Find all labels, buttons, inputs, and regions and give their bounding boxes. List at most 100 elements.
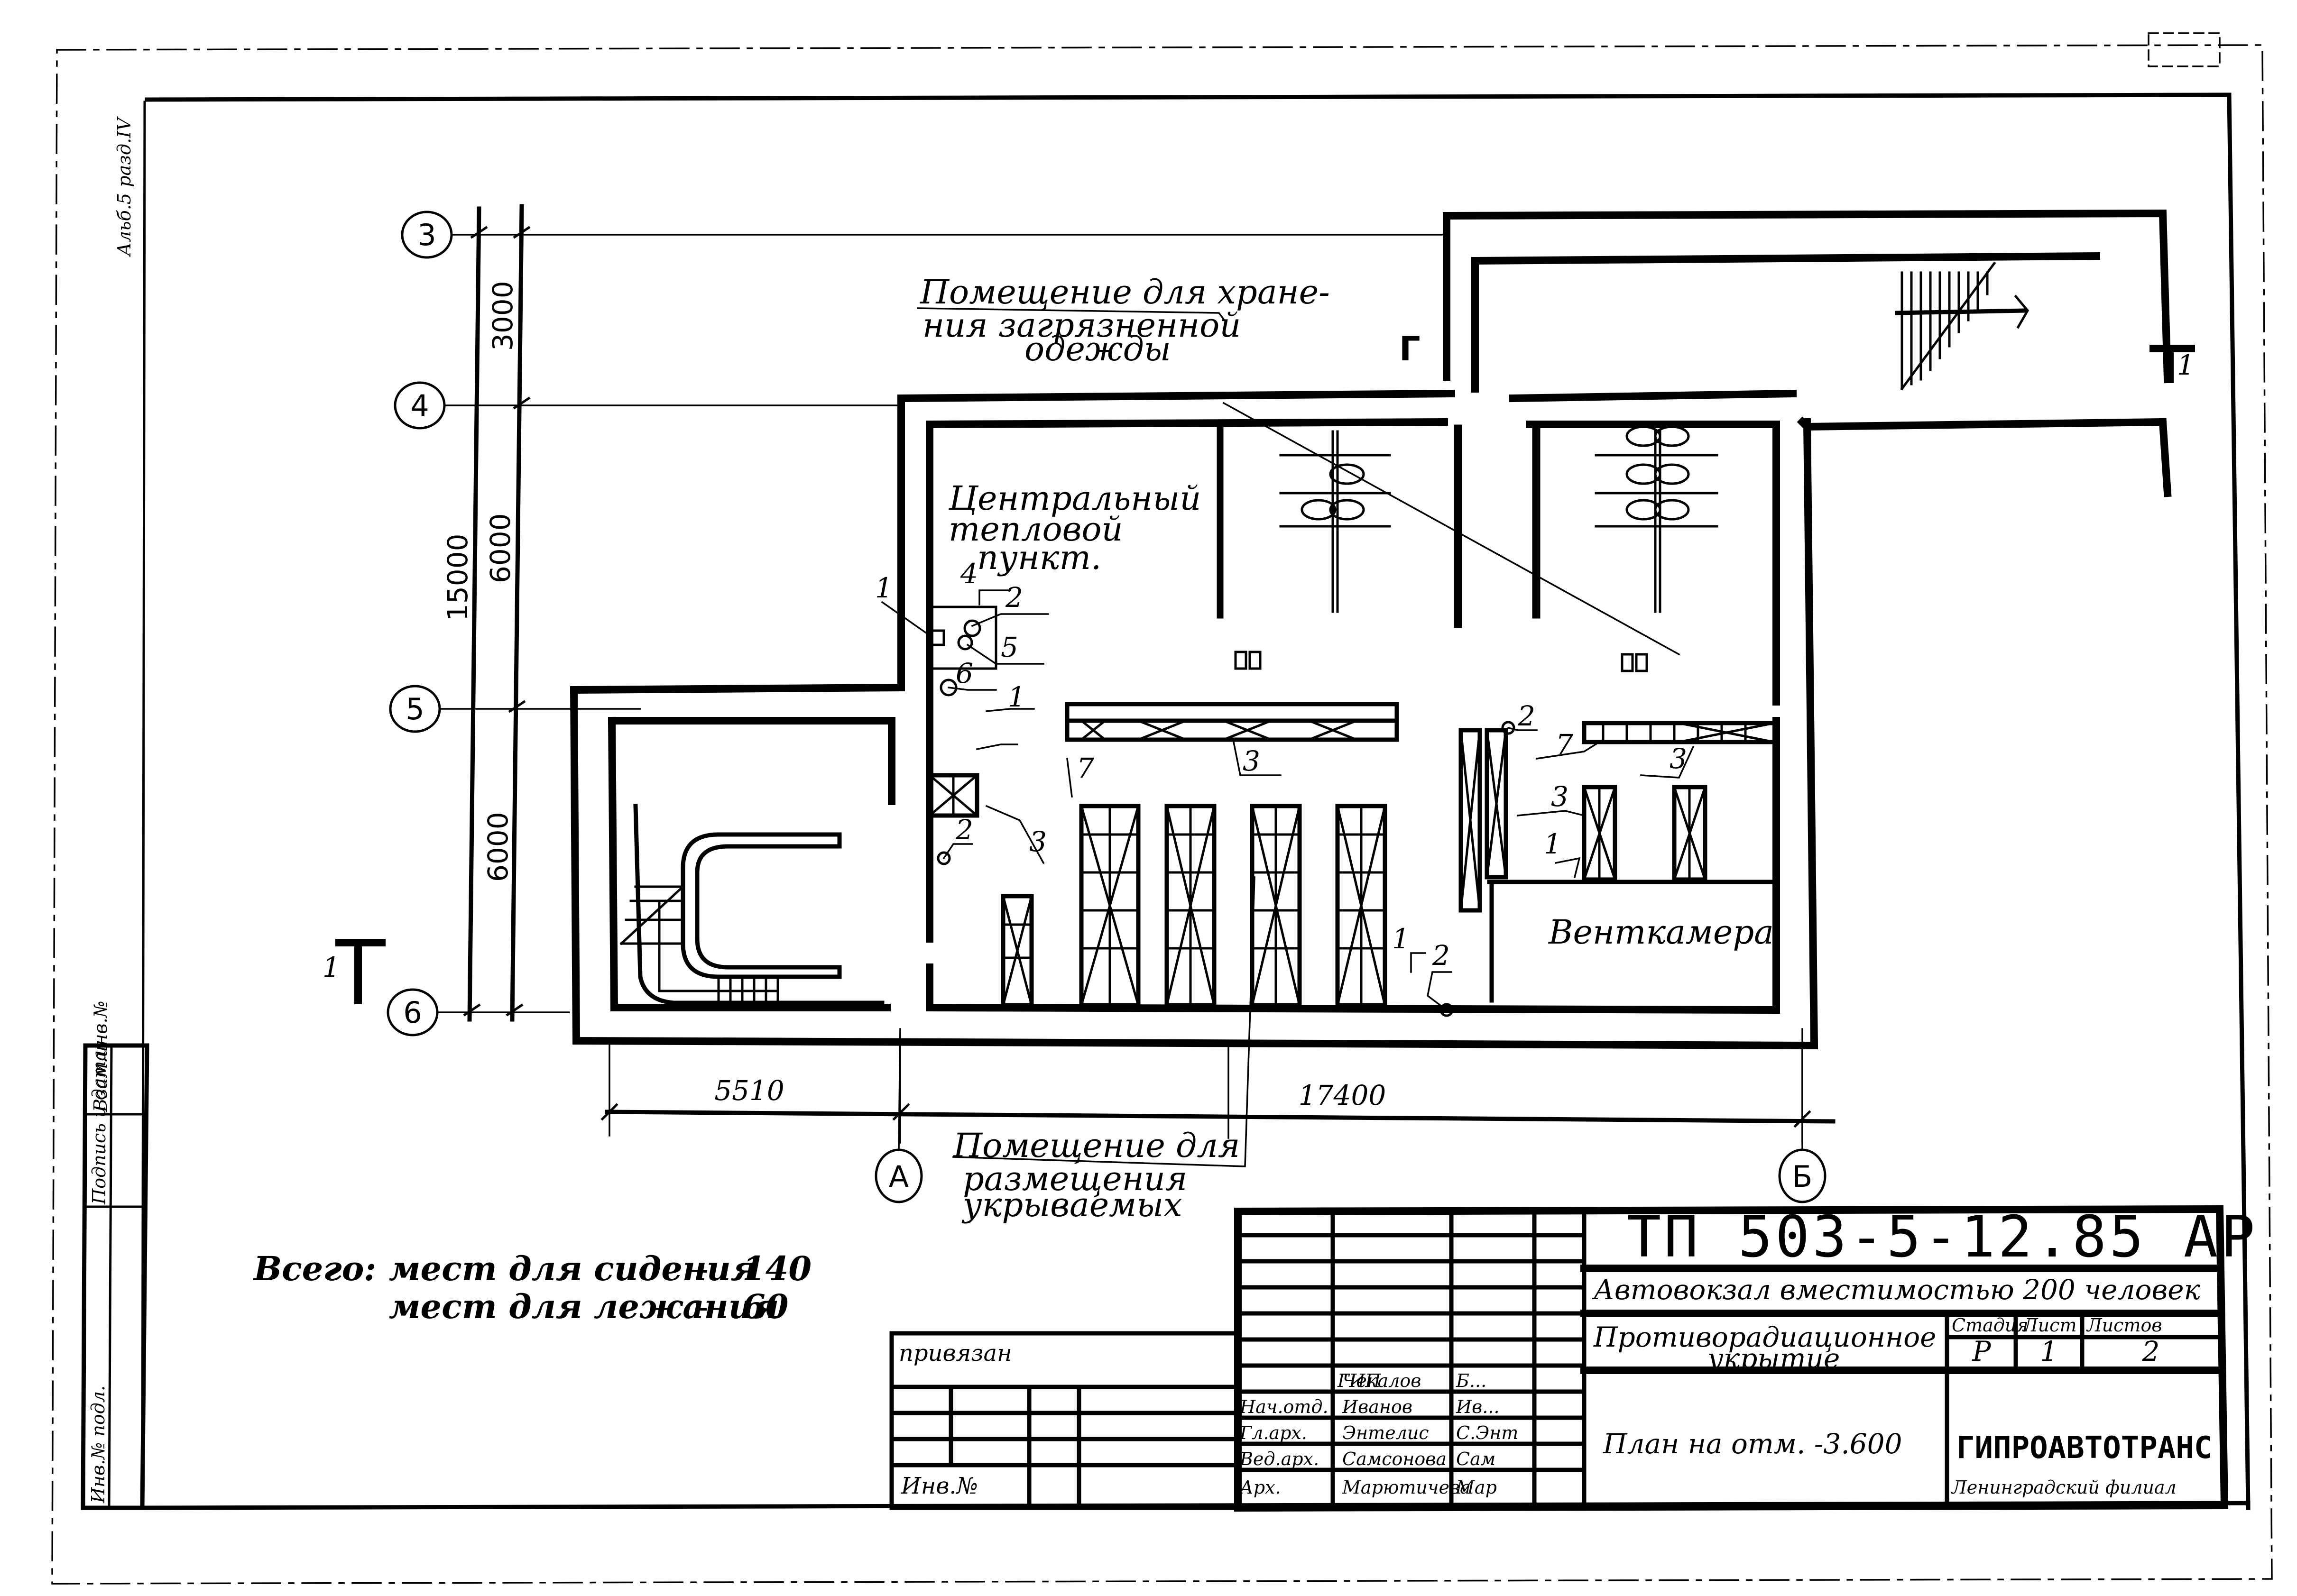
section-mark-label: 1	[323, 951, 340, 983]
room-label-line: одежды	[1024, 330, 1171, 368]
section-mark-right: 1	[2149, 345, 2195, 383]
sheet-title-line-2: укрытие	[1706, 1342, 1840, 1375]
callout-4: 4	[960, 558, 978, 590]
totals-seated-value: 140	[742, 1249, 812, 1288]
dim-segment-6000-lower: 6000	[482, 812, 514, 882]
signature-row: Вед.арх. Самсонова Сам	[1239, 1449, 1495, 1469]
callout-3: 3	[1243, 745, 1260, 777]
bunk-left-short	[927, 773, 1034, 1008]
room-label-line: размещения	[963, 1159, 1187, 1198]
signature-row: Гл.арх. Энтелис С.Энт	[1239, 1422, 1518, 1443]
binding-header: привязан	[899, 1340, 1012, 1367]
dim-total-vertical: 15000	[442, 533, 474, 621]
dim-17400: 17400	[1299, 1079, 1386, 1111]
axis-label: 4	[410, 388, 429, 423]
toilet-room-left	[1234, 430, 1391, 670]
dim-segment-3000: 3000	[487, 281, 519, 351]
bunk-column-4	[1335, 804, 1387, 1008]
stair-left	[619, 804, 885, 1005]
callout-3: 3	[1670, 743, 1687, 775]
totals-heading: Всего:	[253, 1249, 376, 1288]
signature-role: Вед.арх.	[1239, 1449, 1319, 1469]
side-stamp-replace: Взам.инв.№	[90, 1000, 111, 1112]
bunk-column-2	[1164, 804, 1217, 1008]
room-label-heat-point: Центральный тепловой пункт.	[948, 479, 1201, 577]
toilet-room-right	[1595, 425, 1718, 672]
callout-6: 6	[956, 657, 973, 689]
document-code: ТП 503-5-12.85 АР	[1627, 1204, 2258, 1270]
totals-seated-dash: -	[697, 1249, 709, 1288]
room-label-line: ния загрязненной	[922, 306, 1241, 345]
section-mark-left: 1	[323, 939, 386, 1004]
axis-label: 3	[417, 218, 436, 252]
side-stamp-inv: Инв.№ подл.	[88, 1385, 109, 1504]
bunk-right-vertical	[1458, 728, 1707, 913]
signature-name: Марютичева	[1342, 1477, 1471, 1498]
sheets-header: Листов	[2086, 1315, 2162, 1336]
room-label-line: Помещение для	[952, 1126, 1240, 1165]
sheet-title-line-1: Противорадиационное	[1593, 1321, 1936, 1353]
room-label-vent-chamber: Венткамера	[1548, 913, 1774, 952]
totals-lying-value: 60	[742, 1287, 788, 1326]
callout-1: 1	[1008, 681, 1025, 713]
callout-2: 2	[1517, 700, 1535, 732]
signature-rows: ГИП Чекалов Б... Нач.отд. Иванов Ив... Г…	[1238, 1370, 1518, 1498]
callout-3: 3	[1551, 780, 1568, 813]
room-label-line: тепловой	[949, 510, 1123, 549]
totals-lying-label: мест для лежания	[389, 1287, 779, 1326]
signature-role: Гл.арх.	[1239, 1422, 1307, 1443]
callout-2: 2	[1432, 939, 1450, 972]
title-block	[1234, 1205, 2229, 1512]
callout-7: 7	[1556, 728, 1573, 761]
project-name: Автовокзал вместимостью 200 человек	[1592, 1274, 2201, 1306]
room-label-line: укрываемых	[961, 1185, 1182, 1224]
axis-label: Б	[1792, 1159, 1813, 1194]
callout-2: 2	[1005, 581, 1023, 614]
room-label-shelter: Помещение для размещения укрываемых	[952, 1126, 1240, 1224]
axis-row-6: 6	[387, 988, 570, 1036]
callout-3: 3	[1029, 826, 1047, 858]
sheets-value: 2	[2142, 1335, 2160, 1367]
binding-footer: Инв.№	[901, 1473, 978, 1499]
signature-name: Энтелис	[1342, 1422, 1429, 1443]
signature-row: Арх. Марютичева Мар	[1238, 1477, 1497, 1498]
dim-segment-6000-upper: 6000	[484, 513, 517, 583]
totals-lying-dash: -	[697, 1287, 709, 1326]
callout-numbers: 1 4 2 5 6 1 2 3 7 3 2 7 3 3 1 1 2	[875, 558, 1687, 972]
axis-row-4: 4	[394, 381, 902, 430]
signature-role: Арх.	[1238, 1477, 1281, 1498]
signature-role: ГИП	[1337, 1370, 1381, 1391]
room-label-line: Центральный	[948, 479, 1201, 518]
heat-point-equipment	[928, 605, 1515, 1017]
signature-role: Нач.отд.	[1239, 1396, 1328, 1417]
callout-2: 2	[955, 814, 973, 846]
sheet-trim-border	[51, 44, 2273, 1585]
signature-sign: С.Энт	[1456, 1422, 1518, 1443]
room-label-dirty-clothes: Помещение для хране- ния загрязненной од…	[919, 273, 1330, 368]
axis-label: 5	[406, 692, 424, 726]
side-stamp: Инв.№ подл. Подпись и дата Взам.инв.№	[81, 1000, 149, 1510]
totals-block: Всего: мест для сидения - 140 мест для л…	[253, 1249, 812, 1326]
bench-row-top-right	[1582, 721, 1779, 744]
signature-name: Чекалов	[1342, 1370, 1421, 1391]
sheet-value: 1	[2040, 1335, 2058, 1367]
axis-label: А	[889, 1159, 909, 1194]
callout-7: 7	[1077, 752, 1094, 784]
room-label-line: Помещение для хране-	[919, 273, 1330, 312]
bench-row-top-left	[1065, 702, 1399, 742]
plan-title: План на отм. -3.600	[1603, 1428, 1902, 1460]
stage-header: Стадия	[1952, 1315, 2028, 1336]
stage-value: Р	[1972, 1335, 1991, 1367]
organization-branch: Ленинградский филиал	[1951, 1477, 2177, 1498]
callout-1: 1	[875, 572, 893, 604]
signature-name: Иванов	[1342, 1396, 1412, 1417]
callout-1: 1	[1392, 923, 1410, 955]
bunk-column-3	[1250, 804, 1302, 1008]
axis-row-3: 3	[401, 211, 1448, 259]
signature-sign: Б...	[1456, 1370, 1486, 1391]
organization-name: ГИПРОАВТОТРАНС	[1956, 1431, 2212, 1466]
section-mark-label: 1	[2177, 349, 2195, 381]
grid-axes: 3 4 5 6 А Б	[387, 211, 1827, 1203]
leader-lines	[881, 307, 1695, 1167]
